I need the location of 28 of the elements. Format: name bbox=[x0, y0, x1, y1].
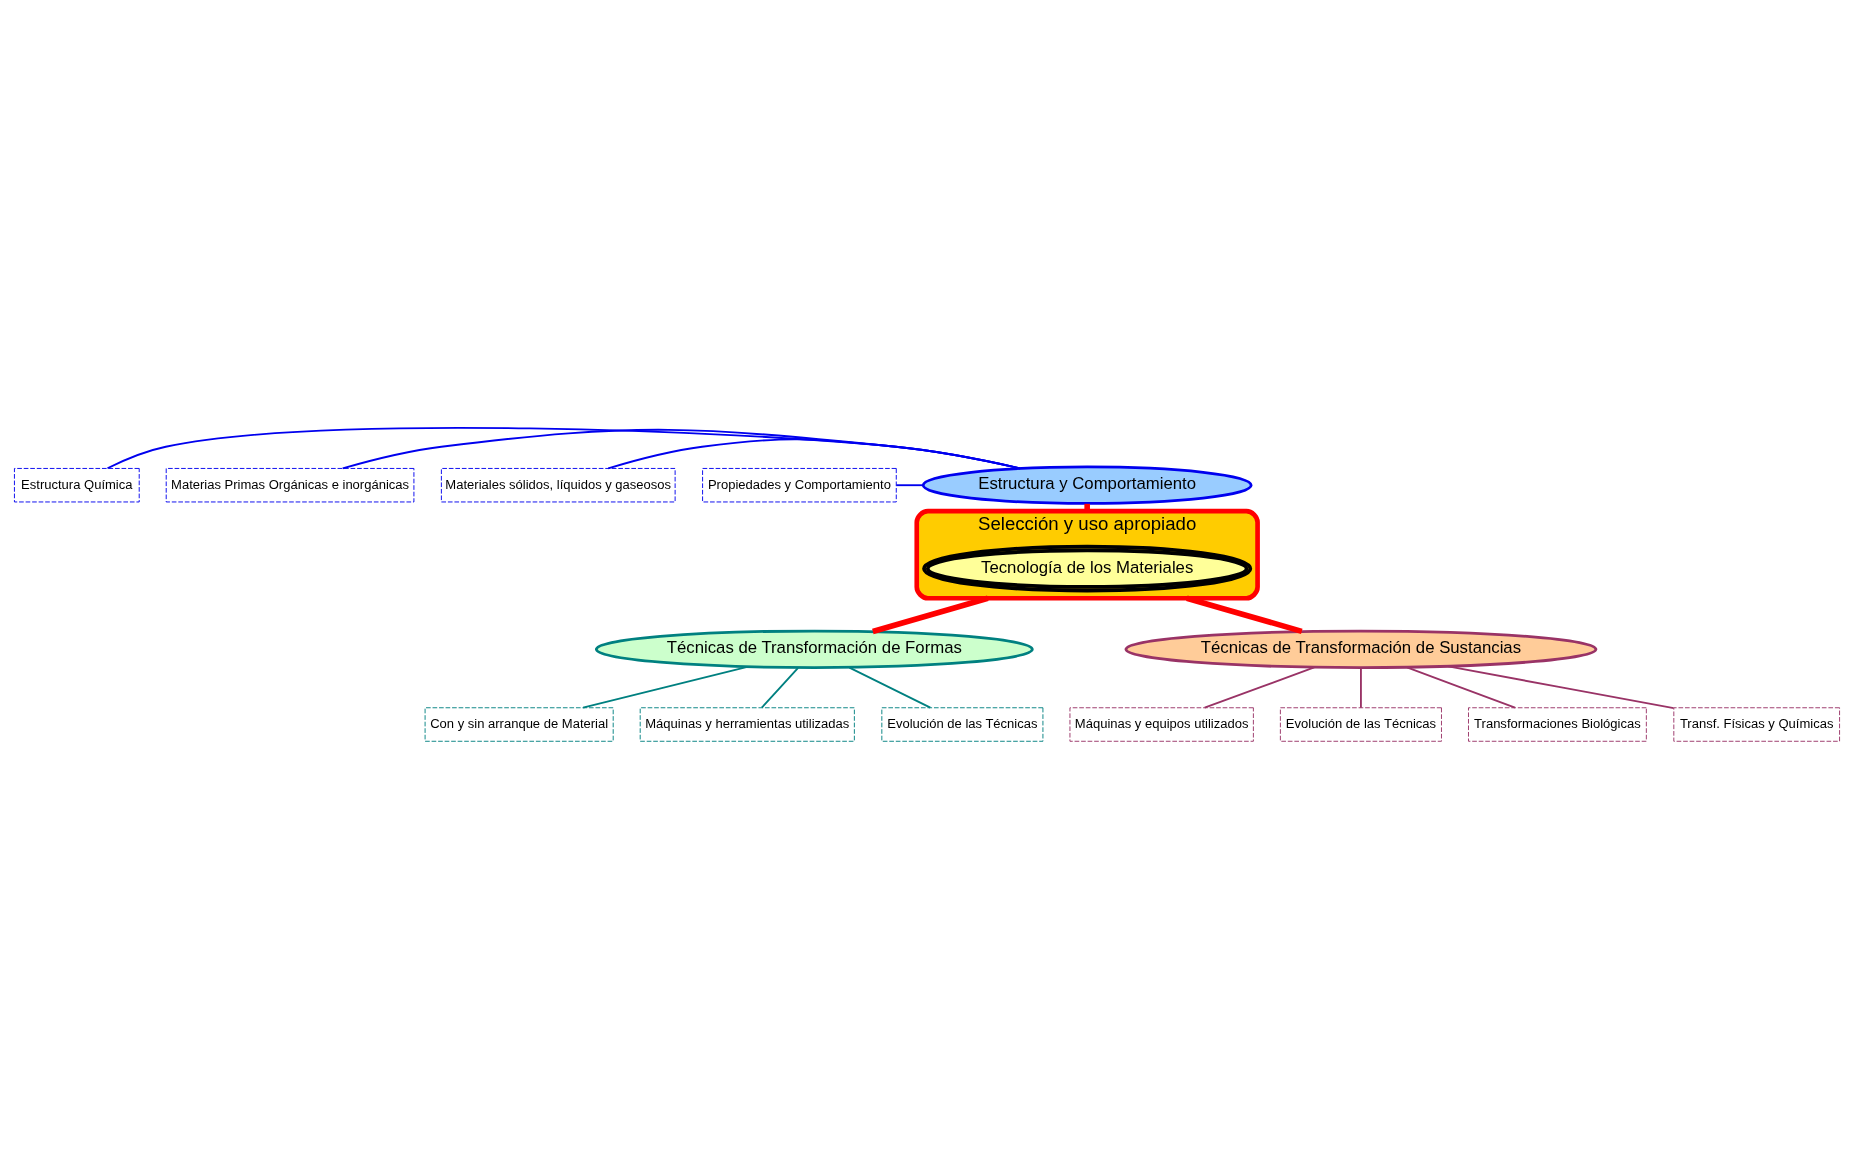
node-ellipse: Técnicas de Transformación de Formas bbox=[594, 629, 1034, 669]
node-box: Estructura Química bbox=[13, 467, 140, 502]
node-box: Con y sin arranque de Material bbox=[424, 706, 614, 742]
connector bbox=[760, 666, 800, 709]
node-box: Propiedades y Comportamiento bbox=[702, 467, 897, 502]
connector bbox=[1203, 666, 1316, 709]
connector bbox=[1447, 664, 1675, 709]
connector bbox=[848, 666, 932, 709]
node-box: Transf. Físicas y Químicas bbox=[1673, 706, 1841, 742]
connector bbox=[872, 595, 989, 634]
connector bbox=[582, 665, 749, 709]
node-box: Máquinas y herramientas utilizadas bbox=[639, 706, 855, 742]
node-box: Máquinas y equipos utilizados bbox=[1069, 706, 1254, 742]
node-box: Materiales sólidos, líquidos y gaseosos bbox=[440, 467, 676, 502]
connector bbox=[1406, 666, 1516, 709]
connector bbox=[341, 428, 1021, 469]
connector bbox=[106, 426, 1021, 469]
node-box: Materias Primas Orgánicas e inorgánicas bbox=[165, 467, 415, 502]
node-box: Evolución de las Técnicas bbox=[1279, 706, 1442, 742]
node-box: Transformaciones Biológicas bbox=[1468, 706, 1647, 742]
node-box: Evolución de las Técnicas bbox=[881, 706, 1044, 742]
node-ellipse: Estructura y Comportamiento bbox=[921, 465, 1253, 505]
connector bbox=[895, 483, 925, 486]
connector bbox=[1360, 666, 1362, 709]
node-ellipse: Técnicas de Transformación de Sustancias bbox=[1124, 629, 1598, 669]
connector bbox=[607, 437, 1021, 469]
connector bbox=[1186, 595, 1303, 634]
connector bbox=[1084, 503, 1090, 511]
